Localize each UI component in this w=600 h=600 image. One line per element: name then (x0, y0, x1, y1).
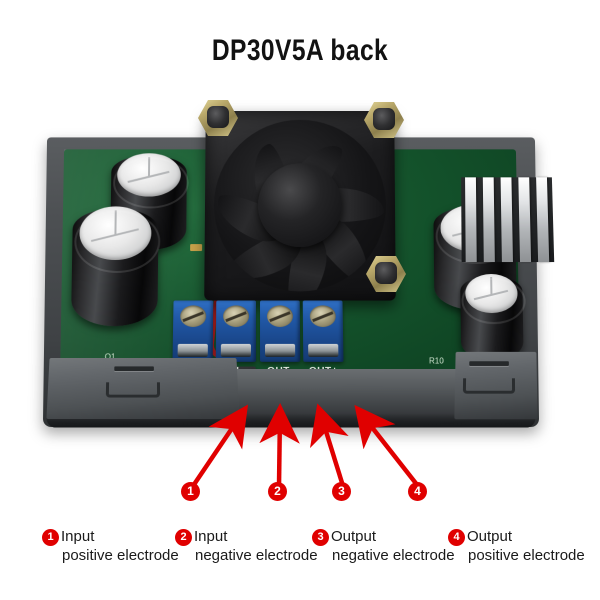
terminal-out-plus (302, 300, 344, 362)
bezel-slot-right (469, 361, 509, 366)
legend-label-3-line1: Output (331, 528, 377, 545)
photo-marker-1: 1 (181, 482, 200, 501)
legend-badge-1: 1 (42, 529, 59, 546)
smd-cap-a (190, 244, 203, 252)
legend-label-4-line2: positive electrode (468, 547, 585, 564)
legend-badge-3: 3 (312, 529, 329, 546)
bezel-clip-right (462, 378, 516, 394)
terminal-screw (309, 305, 336, 328)
capacitor-c2 (70, 206, 161, 327)
legend: 1 Input positive electrode 2 Input negat… (0, 528, 600, 590)
aluminum-heatsink (461, 177, 555, 263)
screw-terminal-block: IN+ IN- OUT- OUT+ (172, 300, 344, 377)
legend-label-1-line2: positive electrode (62, 547, 179, 564)
terminal-in-minus (215, 300, 257, 362)
terminal-wire-slot (220, 343, 251, 357)
legend-label-4-line1: Output (467, 528, 513, 545)
terminal-out-minus (259, 300, 301, 362)
terminal-screw (266, 305, 293, 328)
legend-label-2-line1: Input (194, 528, 228, 545)
terminal-screw (180, 305, 207, 328)
photo-marker-3: 3 (332, 482, 351, 501)
terminal-in-plus (172, 300, 214, 362)
legend-label-1-line1: Input (61, 528, 95, 545)
fan-blades-area (213, 119, 387, 292)
legend-item-4: 4 Output positive electrode (448, 528, 585, 565)
photo-marker-4: 4 (408, 482, 427, 501)
photo-marker-2: 2 (268, 482, 287, 501)
legend-label-3-line2: negative electrode (332, 547, 455, 564)
legend-label-2-line2: negative electrode (195, 547, 318, 564)
capacitor-c4 (460, 274, 526, 361)
terminal-wire-slot (308, 343, 339, 357)
page-title: DP30V5A back (211, 34, 389, 67)
product-photo: 470 C7 R5 R7 R10 Q1 (0, 88, 600, 463)
terminal-screw (223, 305, 250, 328)
legend-badge-2: 2 (175, 529, 192, 546)
legend-item-1: 1 Input positive electrode (42, 528, 179, 565)
terminal-wire-slot (265, 343, 296, 357)
silkscreen-r10: R10 (428, 356, 444, 366)
fan-hub (257, 163, 343, 248)
bezel-slot-left (114, 366, 154, 372)
case-bezel-left (46, 358, 240, 419)
bezel-clip-left (105, 382, 161, 398)
standoff-top-left (198, 100, 238, 136)
legend-item-3: 3 Output negative electrode (312, 528, 455, 565)
terminal-wire-slot (177, 343, 208, 357)
case-bezel-right (454, 351, 538, 420)
legend-item-2: 2 Input negative electrode (175, 528, 318, 565)
legend-badge-4: 4 (448, 529, 465, 546)
